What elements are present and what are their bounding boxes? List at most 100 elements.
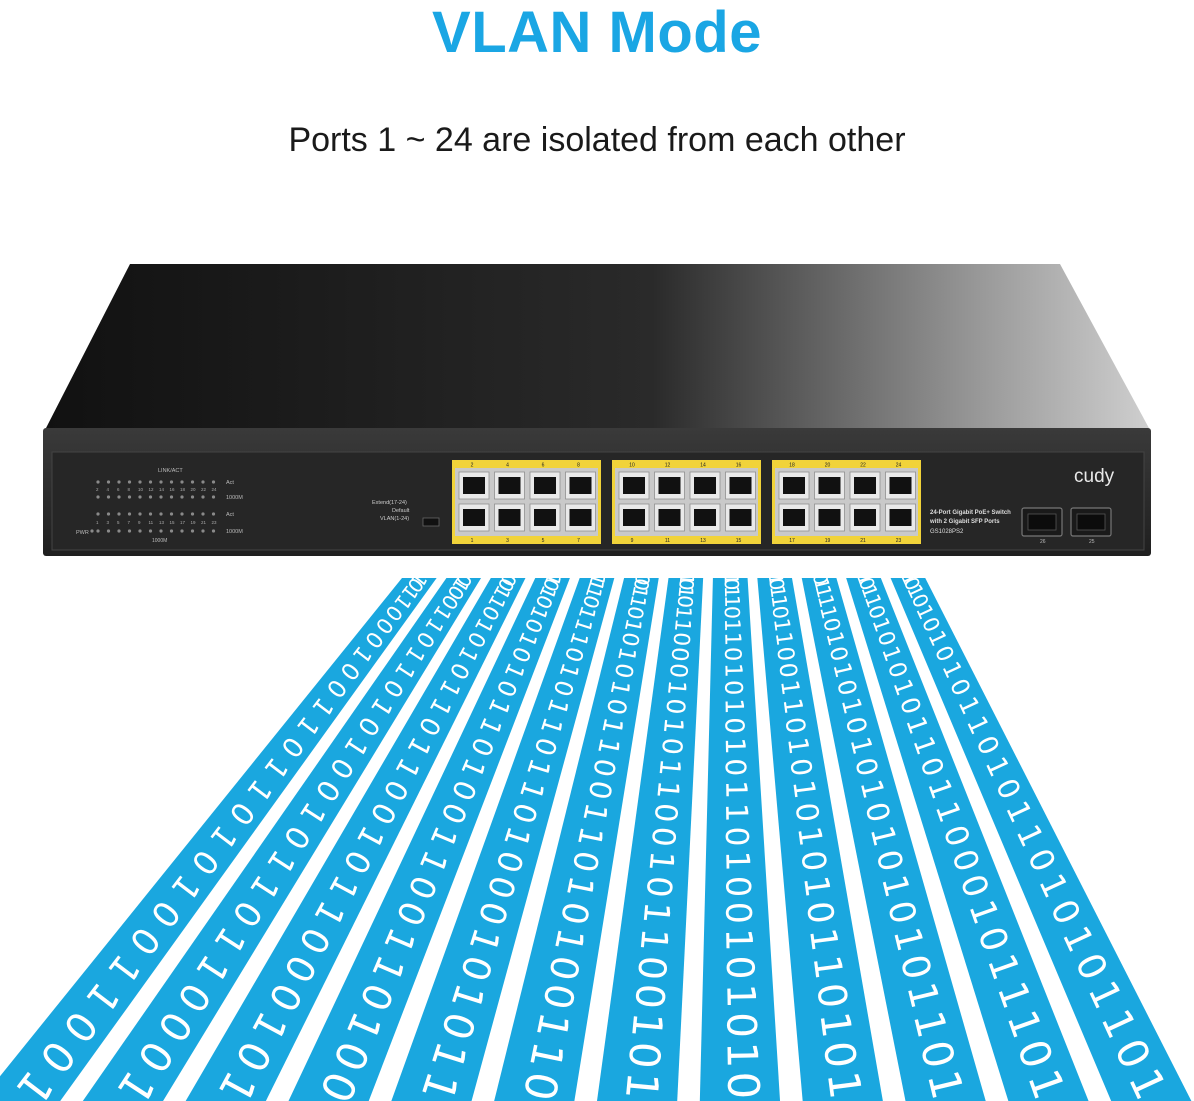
binary-digit: 1 <box>675 572 699 586</box>
switch-description-line1: 24-Port Gigabit PoE+ Switch <box>930 510 1011 516</box>
port-number-bottom: 15 <box>736 538 742 544</box>
led-number-top: 4 <box>107 487 110 492</box>
port-number-top: 2 <box>471 463 474 469</box>
led-indicator <box>211 480 216 484</box>
led-indicator <box>117 512 121 516</box>
binary-digit: 1 <box>781 735 814 756</box>
rj45-port[interactable] <box>849 471 881 500</box>
rj45-port[interactable] <box>725 503 756 532</box>
led-indicator <box>159 480 163 484</box>
binary-digit: 1 <box>775 678 806 697</box>
led-indicator <box>106 512 111 516</box>
mode-default-label: Default <box>392 508 410 514</box>
rj45-port[interactable] <box>618 471 650 500</box>
rj45-port[interactable] <box>885 471 916 500</box>
binary-digit: 0 <box>668 631 694 647</box>
rj45-port[interactable] <box>814 503 845 532</box>
rj45-port[interactable] <box>529 503 561 532</box>
rj45-port[interactable] <box>494 471 525 500</box>
sfp-port-26[interactable] <box>1021 507 1063 537</box>
led-indicator <box>180 529 184 533</box>
port-number-bottom: 11 <box>665 538 670 544</box>
binary-digit: 1 <box>612 645 640 664</box>
binary-digit: 1 <box>817 1068 870 1101</box>
binary-digit: 0 <box>639 874 680 899</box>
rj45-port[interactable] <box>529 471 561 500</box>
binary-digit: 1 <box>809 575 834 592</box>
binary-digit: 1 <box>717 928 760 952</box>
rj45-port[interactable] <box>849 503 881 532</box>
port-number-bottom: 21 <box>860 538 866 544</box>
led-number-top: 8 <box>128 487 131 492</box>
pwr-label: PWR <box>76 530 89 536</box>
binary-digit: 1 <box>827 660 858 681</box>
binary-digit: 0 <box>720 578 743 591</box>
rj45-port[interactable] <box>458 503 490 532</box>
led-indicator <box>138 495 142 499</box>
binary-digit: 1 <box>717 1041 766 1069</box>
led-indicator <box>127 512 132 516</box>
mode-slide-switch[interactable] <box>422 517 440 527</box>
binary-digit: 1 <box>719 737 750 755</box>
rj45-port[interactable] <box>565 471 596 500</box>
act-label-bottom: Act <box>226 512 234 518</box>
rj45-port[interactable] <box>654 471 685 500</box>
led-indicator <box>211 529 216 533</box>
binary-digit: 1 <box>671 605 696 620</box>
rj45-port[interactable] <box>725 471 756 500</box>
rj45-port[interactable] <box>814 471 845 500</box>
binary-digit: 0 <box>839 714 872 737</box>
led-indicator <box>96 529 100 533</box>
binary-digit: 1 <box>718 803 753 823</box>
led-indicator <box>180 512 184 516</box>
led-number-top: 10 <box>138 487 144 492</box>
binary-digit: 1 <box>720 585 743 598</box>
binary-digit: 1 <box>719 780 753 799</box>
port-number-bottom: 13 <box>700 538 706 544</box>
binary-digit: 1 <box>627 584 652 601</box>
binary-digit: 0 <box>719 758 752 776</box>
binary-stripe-band <box>699 578 781 1101</box>
binary-digit: 0 <box>831 677 863 699</box>
led-indicator <box>159 512 163 516</box>
port-number-top: 6 <box>542 463 545 469</box>
led-indicator <box>201 512 205 516</box>
binary-digit: 1 <box>768 617 795 634</box>
rj45-port[interactable] <box>618 503 650 532</box>
binary-digit: 0 <box>798 899 842 926</box>
binary-digit: 0 <box>719 647 745 662</box>
port-number-top: 24 <box>896 463 902 469</box>
rj45-port[interactable] <box>778 471 810 500</box>
binary-digit: 0 <box>719 680 748 696</box>
rj45-port[interactable] <box>565 503 596 532</box>
rj45-port[interactable] <box>458 471 490 500</box>
led-number-top: 20 <box>191 487 197 492</box>
switch-top-surface <box>45 264 1150 430</box>
binary-digit: 0 <box>788 801 825 825</box>
binary-digit: 1 <box>635 900 678 926</box>
rj45-port[interactable] <box>778 503 810 532</box>
binary-digit: 0 <box>718 826 754 847</box>
port-number-top: 8 <box>577 463 580 469</box>
sfp-port-25[interactable] <box>1070 507 1112 537</box>
binary-digit: 0 <box>629 954 675 982</box>
rj45-port[interactable] <box>885 503 916 532</box>
binary-digit: 1 <box>595 715 628 737</box>
port-number-top: 14 <box>700 463 706 469</box>
rj45-port[interactable] <box>689 471 721 500</box>
rj45-port[interactable] <box>654 503 685 532</box>
port-number-top: 20 <box>825 463 831 469</box>
led-indicator <box>148 495 153 499</box>
led-number-top: 18 <box>180 487 186 492</box>
rj45-port[interactable] <box>689 503 721 532</box>
rj45-port[interactable] <box>494 503 525 532</box>
binary-digit: 0 <box>783 756 818 778</box>
